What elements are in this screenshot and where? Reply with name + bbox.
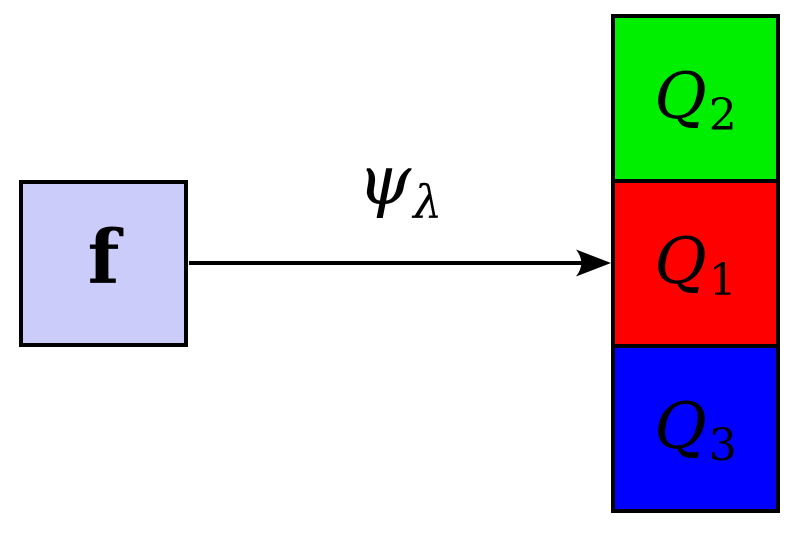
arrow-label-subscript: λ	[413, 175, 443, 229]
output-box-q1-label: Q1	[654, 230, 736, 303]
output-stack: Q2 Q1 Q3	[611, 14, 780, 513]
output-box-q3: Q3	[615, 344, 776, 509]
output-box-q2: Q2	[615, 18, 776, 179]
output-box-q1-label-subscript: 1	[708, 254, 737, 306]
output-box-q2-label: Q2	[654, 65, 736, 138]
arrow-head-icon	[576, 249, 611, 277]
output-box-q3-label-base: Q	[654, 389, 707, 464]
output-box-q2-label-subscript: 2	[708, 89, 737, 141]
input-box-label: f	[87, 214, 120, 301]
output-box-q3-label-subscript: 3	[708, 419, 737, 471]
output-box-q1: Q1	[615, 179, 776, 344]
input-box: f	[19, 180, 188, 347]
output-box-q2-label-base: Q	[654, 59, 707, 134]
mapping-arrow	[189, 249, 611, 277]
arrow-label: ψλ	[315, 148, 485, 226]
output-box-q1-label-base: Q	[654, 224, 707, 299]
output-box-q3-label: Q3	[654, 395, 736, 468]
arrow-label-base: ψ	[357, 142, 412, 221]
